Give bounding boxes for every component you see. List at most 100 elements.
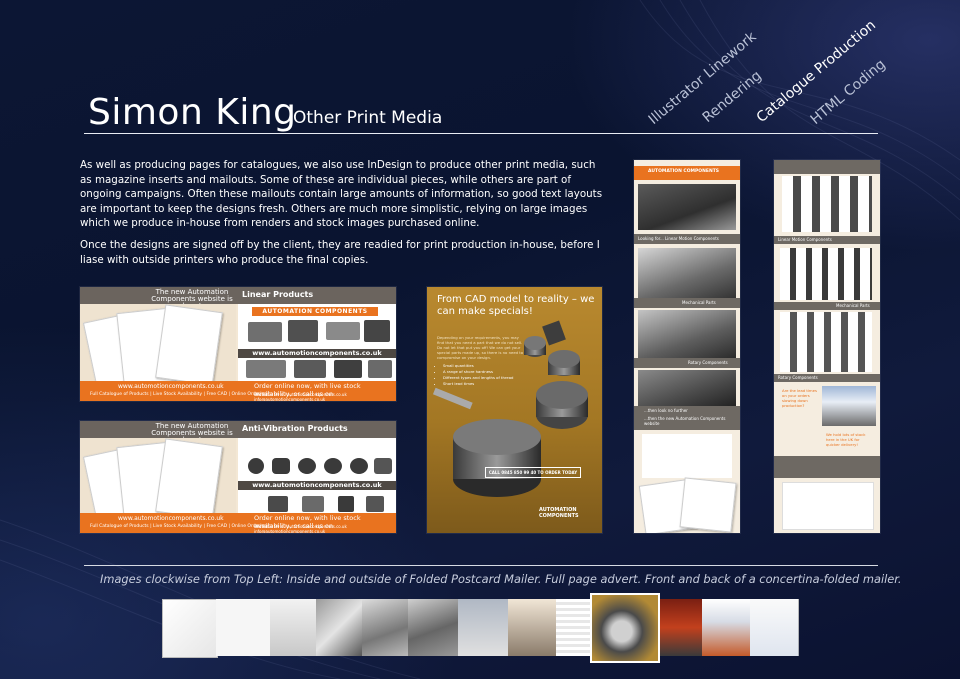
- concertina-mailer-back: Linear Motion Components Mechanical Part…: [774, 160, 880, 533]
- caption-divider: [84, 565, 878, 566]
- thumb-anti-vibration-mount[interactable]: [590, 593, 660, 663]
- mailer-url: www.automotioncomponents.co.uk: [238, 349, 396, 358]
- thumb-rail-render[interactable]: [408, 599, 459, 656]
- mailer-product-panel: [238, 438, 396, 522]
- product-image: [272, 458, 290, 474]
- thumb-website[interactable]: [702, 599, 751, 656]
- section-label: ...then the new Automation Components we…: [644, 416, 726, 426]
- mailer-bottom-url: www.automotioncomponents.co.uk: [118, 383, 224, 390]
- intro-paragraph-1: As well as producing pages for catalogue…: [80, 159, 603, 230]
- section-band: ...then look no further ...then the new …: [634, 406, 740, 430]
- thumb-drawing-2[interactable]: [216, 599, 271, 656]
- thumb-lead-times[interactable]: [660, 599, 703, 656]
- brochure-page: [155, 304, 223, 386]
- concertina-mailer-front: AUTOMATION COMPONENTS Looking for... Lin…: [634, 160, 740, 533]
- product-image: [248, 458, 264, 474]
- thumb-linear-rail[interactable]: [362, 599, 409, 656]
- product-render: [638, 370, 736, 406]
- mailer-product-panel: [238, 304, 396, 388]
- product-grid: [782, 176, 872, 232]
- section-label: ...then look no further: [644, 408, 688, 413]
- intro-text: As well as producing pages for catalogue…: [80, 158, 610, 274]
- anti-vibration-mount-render: [432, 320, 588, 497]
- advert-headline: From CAD model to reality – we can make …: [437, 294, 595, 317]
- advert-call-to-action: CALL 0845 850 99 40 TO ORDER TODAY: [485, 467, 581, 478]
- product-image: [288, 320, 318, 342]
- mailer-contact: 0845 850 99 40 automotioncomponents.co.u…: [254, 524, 347, 533]
- product-image: [268, 496, 288, 512]
- brand-band: AUTOMATION COMPONENTS: [634, 166, 740, 180]
- thumb-warehouse[interactable]: [458, 599, 509, 656]
- contact-band: [774, 456, 880, 478]
- mailer-left-panel: [80, 304, 236, 396]
- section-label: Rotary Components: [778, 375, 818, 380]
- mailer-bottom-url: www.automotioncomponents.co.uk: [118, 515, 224, 522]
- section-band: Mechanical Parts: [774, 302, 880, 310]
- thumb-technical-drawing[interactable]: [162, 599, 218, 658]
- mailer-title: Anti-Vibration Products: [242, 424, 348, 433]
- product-image: [338, 496, 354, 512]
- mailer-anti-vibration-products: The new Automation Components website is…: [80, 421, 396, 533]
- section-band: Linear Motion Components: [774, 236, 880, 244]
- mailer-bottom-links: Full Catalogue of Products | Live Stock …: [90, 392, 268, 397]
- section-band: Looking for... Linear Motion Components: [634, 234, 740, 244]
- lead-times-text: Are the lead times on your orders slowin…: [782, 388, 817, 408]
- product-image: [364, 320, 390, 342]
- section-label: Mechanical Parts: [836, 303, 870, 308]
- product-image: [374, 458, 392, 474]
- image-caption: Images clockwise from Top Left: Inside a…: [100, 572, 902, 586]
- mailer-bottom-links: Full Catalogue of Products | Live Stock …: [90, 524, 268, 529]
- product-render: [638, 184, 736, 230]
- section-title: Other Print Media: [293, 108, 443, 128]
- product-image: [302, 496, 324, 512]
- advert-bullet: A range of shore hardness: [443, 369, 513, 375]
- section-label: Looking for... Linear Motion Components: [638, 236, 719, 241]
- header-divider: [84, 133, 878, 134]
- section-label: Linear Motion Components: [778, 237, 832, 242]
- thumb-render[interactable]: [316, 599, 363, 656]
- advert-bullet: Different types and lengths of thread: [443, 375, 513, 381]
- intro-paragraph-2: Once the designs are signed off by the c…: [80, 238, 600, 266]
- brochure-page: [155, 438, 223, 520]
- product-image: [298, 458, 316, 474]
- mailer-title: Linear Products: [242, 290, 314, 299]
- author-name: Simon King: [88, 92, 297, 133]
- mailer-left-panel: [80, 438, 236, 530]
- thumb-spec-sheet[interactable]: [270, 599, 317, 656]
- brochure-page: [679, 477, 737, 533]
- section-band: Rotary Components: [634, 358, 740, 368]
- header-band: [774, 160, 880, 174]
- advert-bullets: Small quantities A range of shore hardne…: [433, 363, 513, 387]
- advert-body: Depending on your requirements, you may …: [437, 335, 524, 360]
- advert-bullet: Short lead times: [443, 381, 513, 387]
- product-image: [366, 496, 384, 512]
- product-image: [326, 322, 360, 340]
- brand-logo: AUTOMATION COMPONENTS: [648, 169, 720, 174]
- product-image: [350, 458, 368, 474]
- product-image: [248, 322, 282, 342]
- thumb-brochure[interactable]: [508, 599, 557, 656]
- product-grid: [780, 312, 872, 372]
- section-band: Mechanical Parts: [634, 298, 740, 308]
- thumb-price-table[interactable]: [556, 599, 591, 656]
- product-image: [324, 458, 342, 474]
- feature-list: [642, 434, 732, 478]
- section-label: Rotary Components: [688, 360, 728, 365]
- warehouse-photo: [822, 386, 876, 426]
- brand-logo: AUTOMATION COMPONENTS: [252, 307, 378, 316]
- mailer-bottom-bar: www.automotioncomponents.co.uk Full Cata…: [80, 513, 396, 533]
- product-render: [638, 310, 736, 358]
- thumb-webpage[interactable]: [750, 599, 799, 656]
- mailer-url: www.automotioncomponents.co.uk: [238, 481, 396, 490]
- stock-text: We hold lots of stock here in the UK for…: [826, 432, 866, 447]
- product-image: [246, 360, 286, 378]
- advert-bullet: Small quantities: [443, 363, 513, 369]
- mailer-bottom-bar: www.automotioncomponents.co.uk Full Cata…: [80, 381, 396, 401]
- mailer-top-band: The new Automation Components website is…: [80, 421, 396, 444]
- order-form: [782, 482, 874, 530]
- product-image: [368, 360, 392, 378]
- product-render: [638, 248, 736, 298]
- mailer-linear-products: The new Automation Components website is…: [80, 287, 396, 401]
- product-grid: [780, 248, 872, 300]
- advert-footer-brand: AUTOMATION COMPONENTS: [539, 507, 579, 519]
